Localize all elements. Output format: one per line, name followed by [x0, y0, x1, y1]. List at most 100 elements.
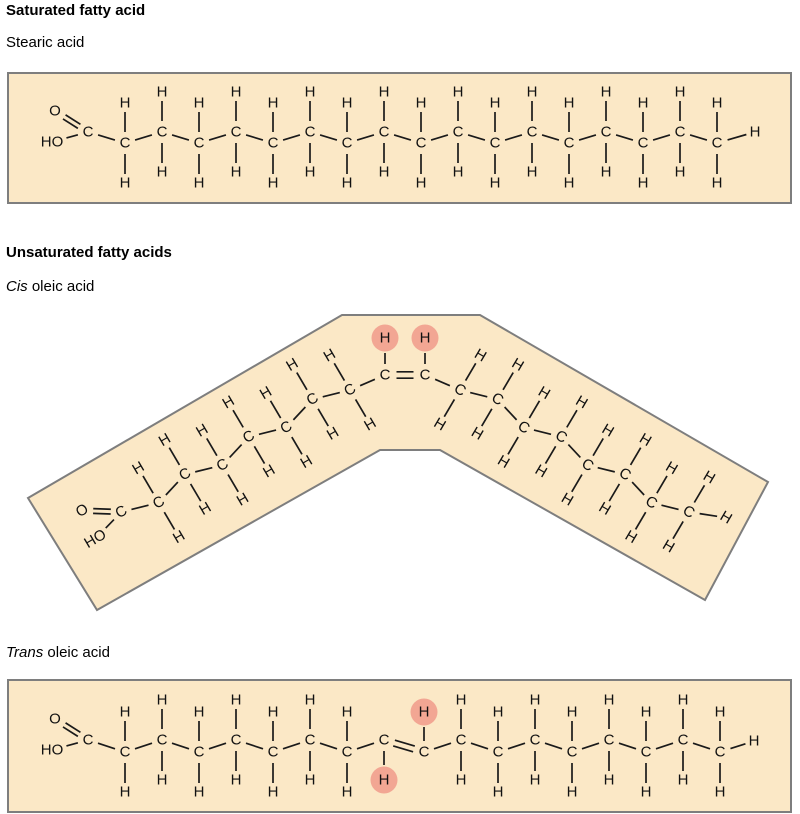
carbon-atom: C [83, 124, 94, 141]
terminal-hydrogen-atom: H [749, 733, 760, 750]
hydrogen-atom: H [305, 772, 316, 789]
hydrogen-atom: H [194, 95, 205, 112]
c-c-bond [356, 742, 375, 750]
carbon-atom: C [567, 744, 578, 761]
c-h-bond [507, 436, 519, 455]
hydrogen-atom: H [416, 95, 427, 112]
carbon-atom: C [715, 744, 726, 761]
carbon-atom: C [194, 135, 205, 152]
c-c-bond [393, 134, 412, 141]
c-h-bond [608, 483, 621, 502]
c-o-double-bond [65, 114, 81, 126]
c-h-bond [333, 362, 346, 381]
c-c-bond [319, 742, 338, 750]
cis-rest: oleic acid [27, 278, 95, 295]
trans-oleic-band [7, 679, 792, 813]
hydrogen-atom: H [194, 784, 205, 801]
c-h-bond [168, 447, 181, 466]
c-c-bond [544, 742, 563, 750]
hydrogen-atom: H [675, 164, 686, 181]
trans-rest: oleic acid [43, 644, 110, 661]
c-h-bond [317, 408, 330, 427]
c-c-bond [503, 406, 518, 421]
hydroxyl-group: HO [41, 742, 64, 759]
carbon-atom: C [157, 124, 168, 141]
c-h-bond [656, 475, 668, 494]
hydrogen-atom: H [493, 704, 504, 721]
carbon-atom: C [268, 744, 279, 761]
c-c-bond [567, 443, 581, 459]
c-c-bond [282, 134, 301, 141]
carbon-atom: C [305, 732, 316, 749]
c-c-bond [356, 134, 375, 141]
c-c-bond [504, 134, 523, 141]
hydrogen-atom: H [678, 692, 689, 709]
hydrogen-atom: H [379, 84, 390, 101]
cis-oleic-label: Cis oleic acid [6, 278, 94, 295]
c-c-bond [171, 742, 190, 750]
carbon-atom: C [342, 135, 353, 152]
c-c-bond [229, 443, 243, 459]
c-c-bond [245, 742, 264, 750]
c-o-double-bond [93, 507, 111, 511]
c-c-bond [578, 134, 597, 141]
hydrogen-atom: H [564, 175, 575, 192]
c-h-bond [480, 408, 493, 427]
c-h-bond [206, 437, 218, 457]
hydrogen-atom: H [456, 692, 467, 709]
c-h-bond [291, 436, 303, 455]
hydrogen-atom: H [305, 692, 316, 709]
saturated-heading: Saturated fatty acid [6, 2, 146, 19]
c-c-bond [430, 134, 449, 141]
hydrogen-atom: H [120, 784, 131, 801]
c-oh-bond [66, 741, 79, 747]
hydrogen-atom: H [601, 84, 612, 101]
c-h-bond [566, 409, 578, 428]
hydrogen-atom: H [342, 175, 353, 192]
c-c-bond [661, 504, 679, 511]
c-c-bond [97, 742, 116, 750]
c-c-bond [469, 391, 488, 398]
c-c-bond [631, 481, 645, 496]
carbon-atom: C [305, 124, 316, 141]
trans-italic: Trans [6, 644, 44, 661]
c-c-bond [319, 134, 338, 141]
c-c-bond [470, 742, 489, 750]
c-h-bond [296, 372, 308, 391]
c-c-bond [467, 134, 486, 141]
c-c-double-bond [392, 745, 414, 753]
trans-oleic-label: Trans oleic acid [6, 644, 110, 661]
carbon-atom: C [456, 732, 467, 749]
carbon-atom: C [530, 732, 541, 749]
c-c-bond [282, 742, 301, 750]
c-h-bond [592, 437, 604, 457]
c-c-bond [245, 134, 264, 141]
hydrogen-atom: H [305, 164, 316, 181]
c-c-bond [171, 134, 190, 141]
stearic-label: Stearic acid [6, 34, 85, 51]
c-h-bond [354, 399, 367, 418]
hydrogen-atom: H [305, 84, 316, 101]
carbon-atom: C [120, 135, 131, 152]
c-h-bond [571, 474, 583, 493]
c-c-bond [597, 466, 615, 473]
c-h-bond [502, 372, 514, 391]
hydrogen-atom: H [157, 692, 168, 709]
hydroxyl-group: HO [41, 134, 64, 151]
c-h-bond [730, 742, 746, 750]
hydrogen-atom: H [715, 704, 726, 721]
hydrogen-atom: H [453, 84, 464, 101]
c-c-double-bond [394, 739, 416, 747]
c-o-double-bond [62, 118, 79, 130]
hydrogen-atom: H [453, 164, 464, 181]
c-h-bond [227, 474, 239, 493]
hydrogen-atom: H [601, 164, 612, 181]
carbon-atom: C [231, 732, 242, 749]
c-c-bond [655, 742, 674, 750]
c-h-bond [629, 447, 642, 466]
c-h-bond [232, 409, 244, 428]
hydrogen-atom: H [678, 772, 689, 789]
hydrogen-atom: H [564, 95, 575, 112]
hydrogen-atom: H [120, 95, 131, 112]
